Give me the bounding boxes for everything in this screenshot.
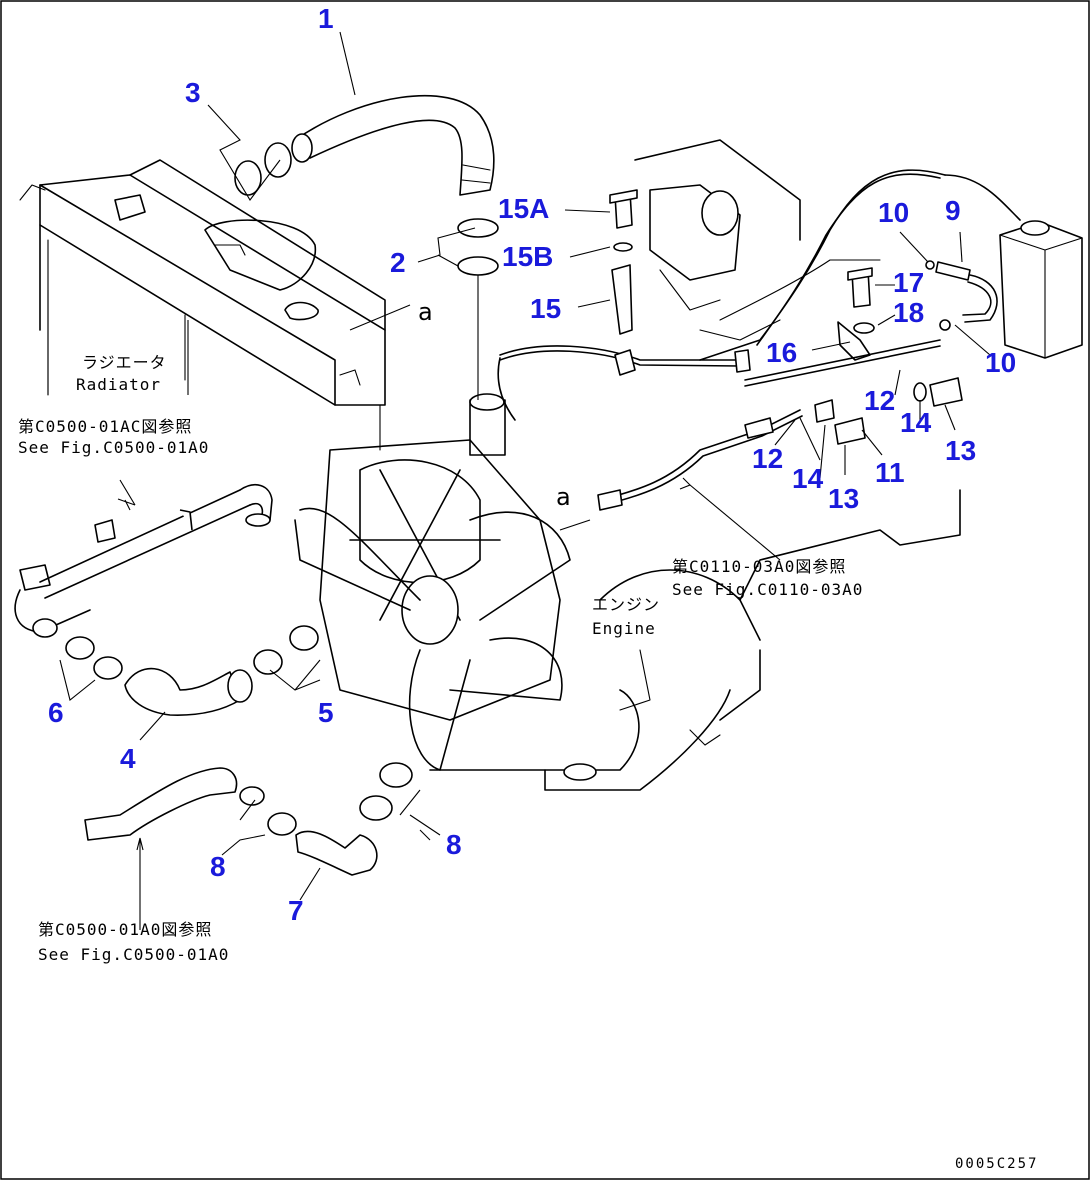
note-ref-c0110-jp: 第C0110-03A0図参照 — [672, 557, 846, 576]
note-ref-top-en: See Fig.C0500-01A0 — [18, 438, 209, 457]
callout-5: 5 — [318, 697, 334, 728]
note-radiator-en: Radiator — [76, 375, 161, 394]
note-engine-jp: エンジン — [592, 595, 660, 614]
callout-2: 2 — [390, 247, 406, 278]
note-ref-c0110-en: See Fig.C0110-03A0 — [672, 580, 863, 599]
callout-14a: 14 — [792, 463, 824, 494]
note-ref-top-jp: 第C0500-01AC図参照 — [18, 417, 192, 436]
callout-8a: 8 — [210, 851, 226, 882]
overflow-tube — [497, 169, 946, 421]
callout-11: 11 — [875, 457, 905, 488]
bracket-parts — [609, 189, 941, 387]
marker-a-engine: a — [556, 483, 571, 511]
leader-lines — [47, 31, 991, 930]
lower-hose-assembly — [14, 484, 413, 876]
callout-15A: 15A — [498, 193, 549, 224]
note-radiator-jp: ラジエータ — [82, 353, 167, 372]
note-ref-bottom-en: See Fig.C0500-01A0 — [38, 945, 229, 964]
callout-13b: 13 — [945, 435, 976, 466]
callout-6: 6 — [48, 697, 64, 728]
note-engine-en: Engine — [592, 619, 656, 638]
tube-part-11 — [597, 377, 963, 511]
callout-10a: 10 — [878, 197, 909, 228]
coolant-tank — [944, 174, 1083, 359]
upper-hose-part-1 — [291, 94, 495, 196]
callout-8b: 8 — [446, 829, 462, 860]
tank-hose-part-9 — [925, 260, 998, 331]
clamp-part-3 — [234, 142, 292, 196]
callout-7: 7 — [288, 895, 304, 926]
marker-a-radiator: a — [418, 298, 433, 326]
callout-10b: 10 — [985, 347, 1016, 378]
callout-labels: 1 2 3 4 5 6 7 8 8 9 10 10 11 12 12 13 13… — [48, 3, 1016, 926]
clamp-part-2 — [457, 218, 499, 276]
callout-17: 17 — [893, 267, 924, 298]
callout-12b: 12 — [864, 385, 895, 416]
drawing-code: 0005C257 — [955, 1156, 1038, 1172]
callout-9: 9 — [945, 195, 961, 226]
radiator-drawing — [19, 159, 386, 451]
callout-18: 18 — [893, 297, 924, 328]
callout-16: 16 — [766, 337, 797, 368]
callout-13a: 13 — [828, 483, 859, 514]
diagram-notes: ラジエータ Radiator 第C0500-01AC図参照 See Fig.C0… — [18, 298, 1038, 1172]
callout-14b: 14 — [900, 407, 932, 438]
callout-12a: 12 — [752, 443, 783, 474]
note-ref-bottom-jp: 第C0500-01A0図参照 — [38, 920, 212, 939]
callout-4: 4 — [120, 743, 136, 774]
callout-1: 1 — [318, 3, 334, 34]
callout-15B: 15B — [502, 241, 553, 272]
callout-15: 15 — [530, 293, 561, 324]
engine-drawing — [294, 393, 961, 791]
engine-upper-side — [634, 139, 881, 341]
callout-3: 3 — [185, 77, 201, 108]
